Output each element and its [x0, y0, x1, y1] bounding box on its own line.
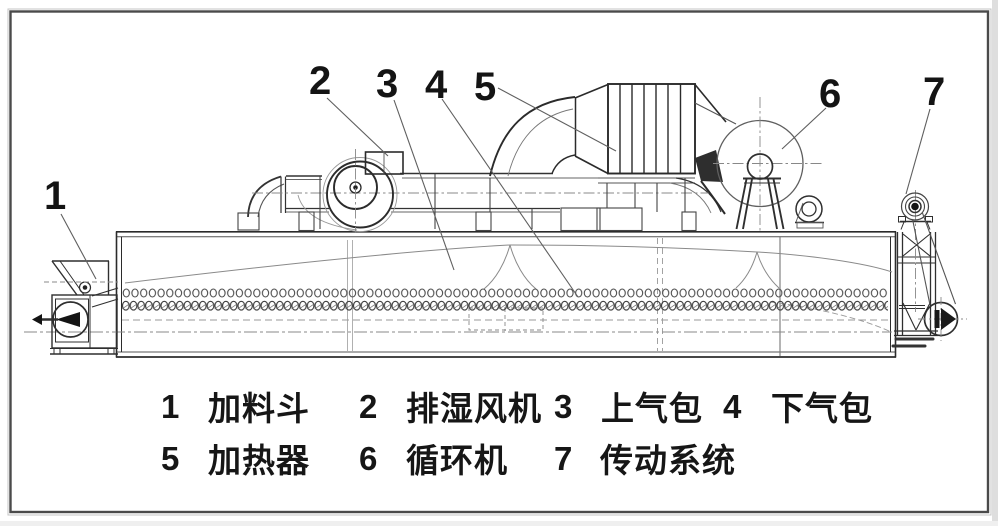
callout-6: 6 [819, 72, 842, 116]
callout-leaders [60, 87, 931, 298]
heater [489, 83, 737, 215]
heater-fins [619, 84, 682, 174]
fan-scroll [326, 160, 394, 229]
callout-2: 2 [309, 59, 332, 103]
heater-inlet-elbow [489, 96, 576, 177]
legend-term-5: 加热器 [208, 442, 310, 479]
callout-3: 3 [376, 62, 399, 106]
dryer-body-shell [115, 230, 897, 358]
legend-term-6: 循环机 [406, 442, 508, 479]
heater-box [607, 83, 696, 175]
legend-num-6: 6 [359, 440, 378, 477]
exhaust-fan [322, 149, 404, 233]
scan-edge-bottom [0, 521, 998, 526]
scan-edge-right [992, 0, 998, 526]
legend-num-2: 2 [359, 388, 378, 425]
feed-hopper [32, 260, 119, 355]
legend-term-2: 排湿风机 [406, 390, 542, 427]
legend-term-7: 传动系统 [600, 442, 736, 479]
wheel-arrow [56, 312, 80, 327]
legend-term-1: 加料斗 [208, 390, 310, 427]
legend-num-1: 1 [161, 388, 180, 425]
callout-4: 4 [425, 63, 448, 107]
legend-term-3: 上气包 [601, 390, 703, 427]
legend-num-3: 3 [554, 388, 573, 425]
legend-num-5: 5 [161, 440, 180, 477]
callout-1: 1 [44, 174, 67, 218]
legend-term-4: 下气包 [771, 390, 873, 427]
legend-num-7: 7 [554, 440, 573, 477]
fan-support-legs [735, 178, 785, 230]
callout-7: 7 [923, 70, 946, 114]
circulation-fan [713, 97, 824, 233]
x-bracing [902, 233, 931, 257]
drive-end-frame [891, 190, 967, 348]
conveyor-chains [122, 287, 888, 312]
drive-pulley [918, 297, 967, 341]
callout-5: 5 [474, 65, 497, 109]
legend-num-4: 4 [723, 388, 742, 425]
connecting-duct [237, 172, 722, 232]
drive-belt [911, 212, 957, 306]
fan-drive-motor [795, 195, 823, 223]
